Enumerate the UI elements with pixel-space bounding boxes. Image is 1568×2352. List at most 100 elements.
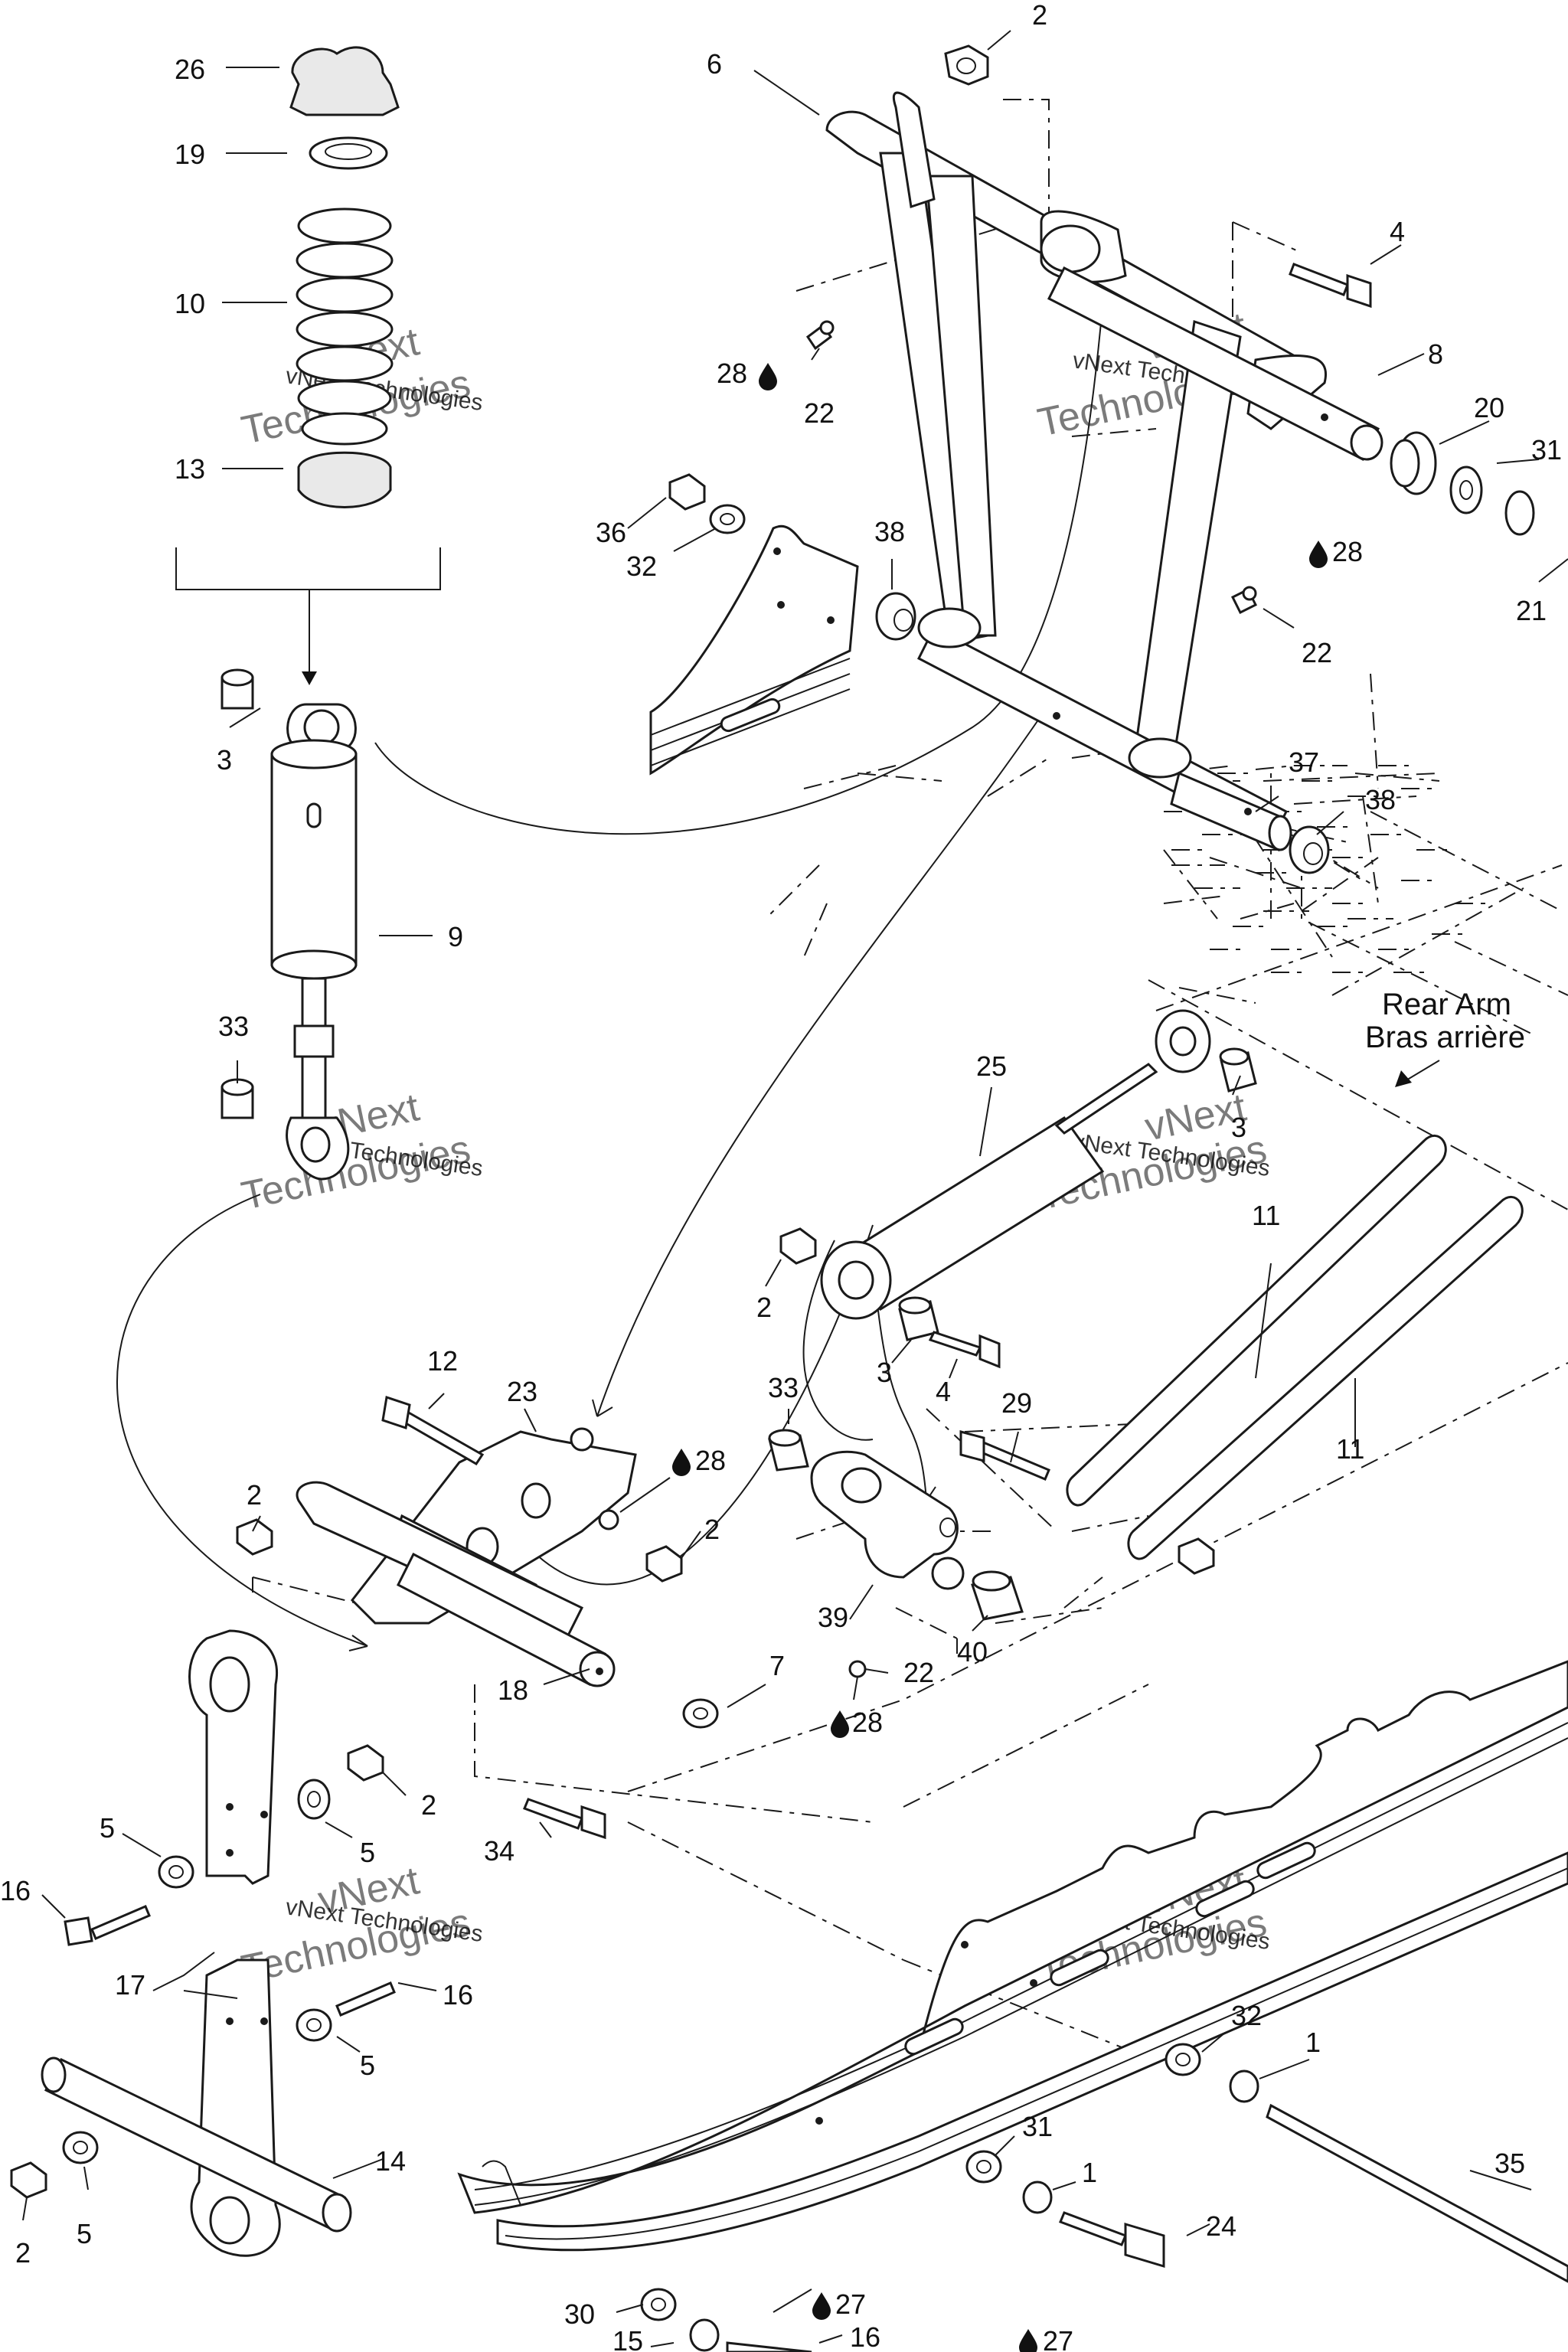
- watermarks: vNext Technologies vNext Technologies vN…: [237, 304, 1271, 1991]
- callout-label: 31: [1022, 2111, 1053, 2142]
- callout-label: 38: [874, 516, 905, 547]
- bushing: [220, 1078, 254, 1119]
- callout-label: 28: [695, 1445, 726, 1476]
- rear-arm-link: [1127, 1196, 1524, 1560]
- callout-label: 19: [175, 139, 205, 170]
- callout-label: 7: [769, 1650, 785, 1681]
- flange-bushing: [875, 592, 916, 641]
- spring-retainer-cap: [289, 46, 400, 116]
- callout-label: 11: [1252, 1200, 1280, 1231]
- callout-label: 21: [1516, 595, 1547, 626]
- lock-nut: [944, 44, 989, 86]
- rear-shock-absorber: [820, 1009, 1211, 1320]
- rear-arm-heading-en: Rear Arm: [1382, 988, 1511, 1021]
- callout-label: 14: [375, 2145, 406, 2177]
- spring-assembly: [289, 46, 400, 508]
- callout-label: 38: [1365, 784, 1396, 815]
- callout-label: 3: [1231, 1112, 1246, 1143]
- hex-bolt: [1289, 263, 1372, 309]
- hex-bolt: [928, 1331, 1001, 1369]
- spring-stopper-ring: [309, 136, 388, 170]
- lock-nut: [10, 2161, 47, 2199]
- threaded-rod: [1266, 2103, 1568, 2283]
- lock-nut: [779, 1227, 817, 1265]
- callout-label: 2: [1032, 0, 1047, 31]
- rear-arm-link: [1066, 1135, 1447, 1507]
- slide-rail: [457, 1660, 1568, 2214]
- grease-fitting: [805, 320, 835, 351]
- pivot-bracket: [296, 1427, 637, 1687]
- callout-label: 1: [1082, 2157, 1097, 2188]
- callout-label: 32: [1231, 2000, 1262, 2031]
- callout-label: 10: [175, 288, 205, 319]
- callout-label: 28: [717, 358, 747, 389]
- callout-label: 6: [707, 48, 722, 80]
- callout-label: 27: [1043, 2325, 1073, 2352]
- callout-label: 20: [1474, 392, 1504, 423]
- callout-label: 5: [360, 2050, 375, 2081]
- callout-label: 5: [360, 1837, 375, 1868]
- front-arm: [825, 91, 1383, 852]
- callout-label: 23: [507, 1376, 537, 1407]
- oil-drop-icon: [759, 363, 777, 390]
- callout-label: 5: [100, 1812, 115, 1844]
- callout-label: 16: [0, 1875, 31, 1906]
- callout-label: 2: [421, 1789, 436, 1821]
- callout-label: 4: [1390, 216, 1405, 247]
- callout-label: 16: [850, 2321, 880, 2352]
- callout-label: 25: [976, 1050, 1007, 1082]
- callout-label: 3: [217, 744, 232, 776]
- hex-bolt: [381, 1396, 485, 1466]
- flat-washer: [965, 2150, 1002, 2184]
- callout-label: 5: [77, 2218, 92, 2249]
- flat-washer: [1449, 466, 1483, 514]
- grease-fitting: [1230, 586, 1258, 615]
- callout-label: 9: [448, 921, 463, 952]
- lock-washer: [1022, 2180, 1053, 2214]
- center-shock-absorber: [270, 703, 358, 1181]
- flat-washer: [62, 2131, 99, 2164]
- oil-drop-icon: [1019, 2329, 1037, 2352]
- bushing: [220, 668, 254, 710]
- callout-label: 2: [15, 2237, 31, 2269]
- lock-nut: [1178, 1537, 1215, 1575]
- flat-washer: [709, 504, 746, 534]
- callout-label: 18: [498, 1674, 528, 1706]
- callout-label: 17: [115, 1969, 145, 2001]
- rear-arm-heading-fr: Bras arrière: [1365, 1021, 1525, 1054]
- callout-label: 27: [835, 2288, 866, 2320]
- hex-bolt: [1059, 2211, 1165, 2269]
- callout-label: 16: [443, 1979, 473, 2011]
- oil-drop-icon: [812, 2292, 831, 2320]
- callout-label: 28: [1332, 536, 1363, 567]
- flat-washer: [682, 1698, 719, 1729]
- bushing: [768, 1429, 809, 1472]
- callout-label: 11: [1336, 1433, 1364, 1465]
- lock-nut: [668, 473, 706, 511]
- flat-washer: [1165, 2043, 1201, 2076]
- callout-label: 2: [704, 1514, 720, 1545]
- hex-bolt: [959, 1430, 1050, 1481]
- callout-label: 31: [1531, 434, 1562, 466]
- oil-drop-icon: [831, 1710, 849, 1738]
- callout-label: 12: [427, 1345, 458, 1377]
- callout-label: 33: [218, 1011, 249, 1042]
- flange-bushing: [1289, 825, 1330, 874]
- oil-drop-icon: [1309, 541, 1328, 568]
- flat-washer: [640, 2288, 677, 2321]
- callout-label: 29: [1001, 1387, 1032, 1419]
- spring-seat: [297, 451, 392, 508]
- callout-label: 28: [852, 1707, 883, 1738]
- flat-washer: [158, 1855, 194, 1889]
- oil-drop-icon: [672, 1449, 691, 1476]
- callout-label: 22: [804, 397, 835, 429]
- callout-label: 8: [1428, 338, 1443, 370]
- bushing: [898, 1296, 939, 1341]
- callout-label: 22: [1302, 637, 1332, 668]
- callout-label: 24: [1206, 2210, 1236, 2242]
- pivot-arm: [810, 1450, 965, 1590]
- hex-bolt: [64, 1905, 151, 1946]
- grease-fitting: [848, 1660, 867, 1678]
- callout-label: 4: [936, 1376, 951, 1407]
